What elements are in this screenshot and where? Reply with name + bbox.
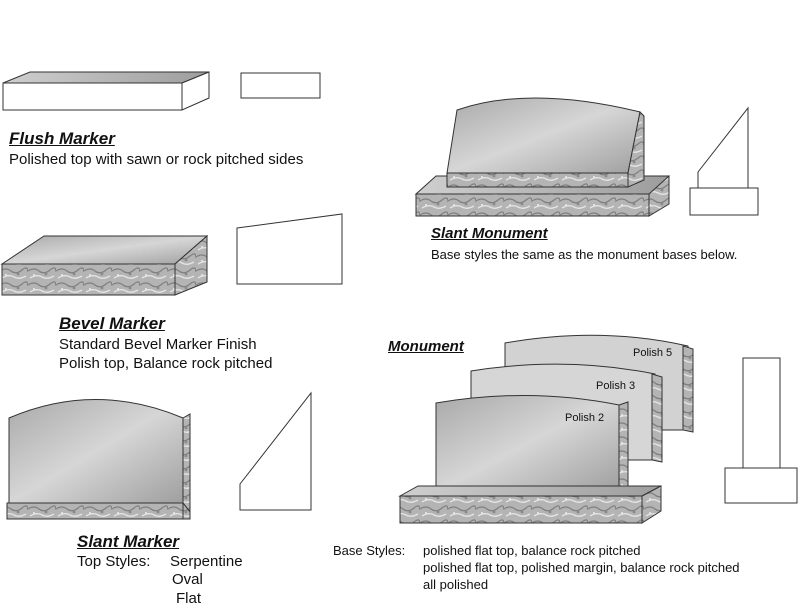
polish-2-label: Polish 2 (565, 412, 605, 424)
top-styles-label: Top Styles: (77, 553, 151, 570)
bevel-marker-line2: Polish top, Balance rock pitched (59, 355, 273, 372)
polish-5-label: Polish 5 (633, 347, 673, 359)
bevel-marker-title: Bevel Marker (59, 314, 165, 333)
monument-polish2-drawing (435, 395, 629, 495)
top-style-flat: Flat (176, 590, 202, 607)
top-style-serpentine: Serpentine (170, 553, 243, 570)
base-style-2: polished flat top, polished margin, bala… (423, 560, 740, 575)
slant-marker-profile (239, 391, 312, 511)
bevel-marker-line1: Standard Bevel Marker Finish (59, 336, 257, 353)
top-style-oval: Oval (172, 571, 203, 588)
slant-monument-drawing (414, 97, 670, 217)
slant-monument-profile (689, 106, 759, 216)
flush-marker-profile (240, 72, 321, 99)
flush-marker-drawing (2, 71, 210, 111)
slant-marker-title: Slant Marker (77, 532, 180, 551)
base-style-3: all polished (423, 577, 489, 592)
slant-marker-drawing (6, 399, 191, 520)
slant-monument-description: Base styles the same as the monument bas… (431, 247, 738, 262)
flush-marker-title: Flush Marker (9, 129, 115, 148)
slant-monument-title: Slant Monument (431, 225, 548, 242)
monument-base-drawing (398, 485, 662, 524)
flush-marker-description: Polished top with sawn or rock pitched s… (9, 151, 304, 168)
polish-3-label: Polish 3 (596, 380, 636, 392)
monument-profile (724, 357, 798, 504)
bevel-marker-drawing (0, 234, 209, 296)
base-styles-label: Base Styles: (333, 543, 406, 558)
monument-title: Monument (388, 338, 464, 355)
bevel-marker-profile (236, 213, 343, 285)
base-style-1: polished flat top, balance rock pitched (423, 543, 641, 558)
